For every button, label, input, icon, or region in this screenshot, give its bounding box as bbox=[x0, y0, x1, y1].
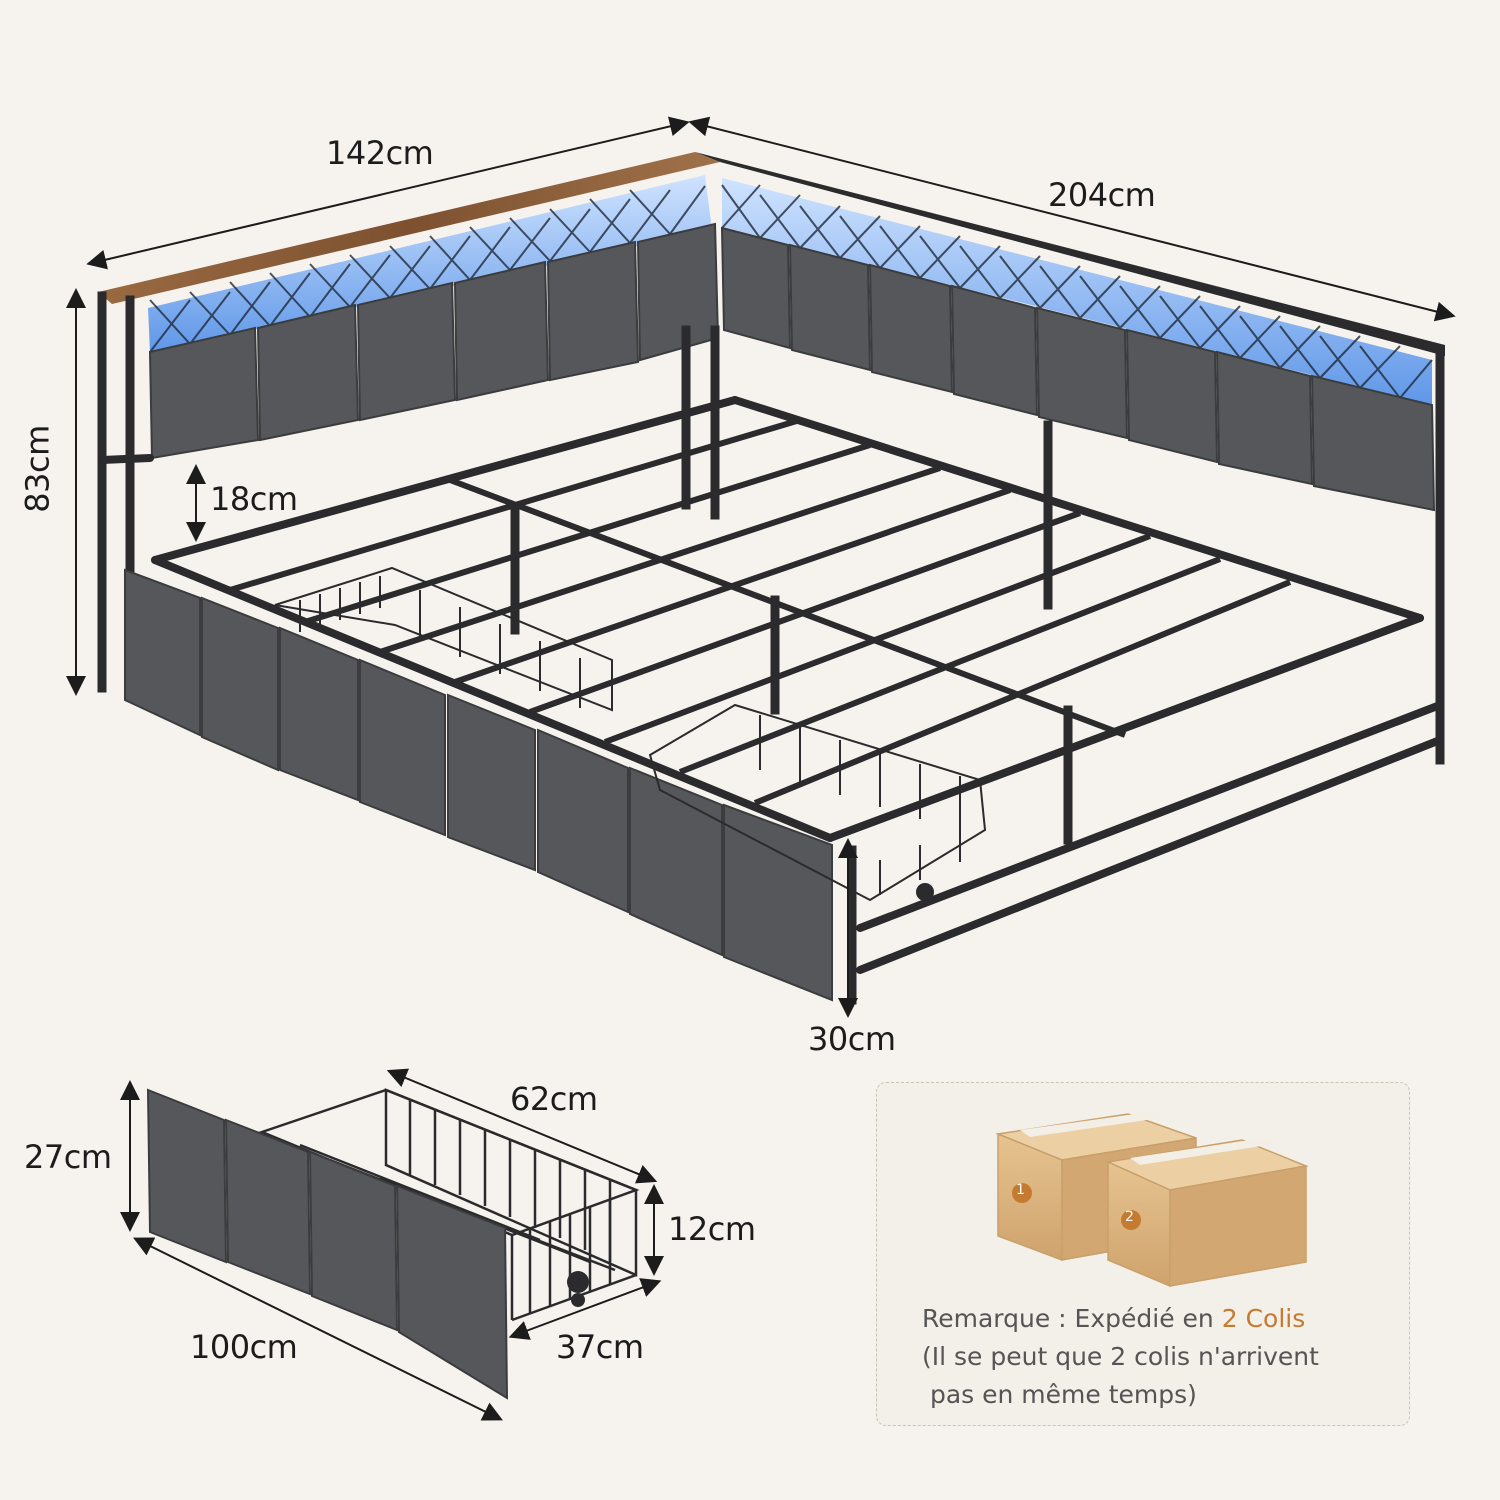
footboard bbox=[124, 568, 833, 1002]
dimension-drawer-basket-width: 37cm bbox=[556, 1328, 644, 1366]
note-line-2: (Il se peut que 2 colis n'arrivent bbox=[922, 1342, 1319, 1371]
note-line-1: Remarque : Expédié en 2 Colis bbox=[922, 1300, 1402, 1338]
drawer-baskets-under-bed bbox=[274, 566, 987, 902]
dimension-drawer-height: 27cm bbox=[24, 1138, 112, 1176]
dimension-arrows-bed bbox=[66, 116, 1456, 1018]
box-number-2: 2 bbox=[1125, 1209, 1134, 1225]
dimension-bed-length: 204cm bbox=[1048, 176, 1156, 214]
dimension-drawer-basket-height: 12cm bbox=[668, 1210, 756, 1248]
dimension-headboard-gap: 18cm bbox=[210, 480, 298, 518]
dimension-bed-width: 142cm bbox=[326, 134, 434, 172]
note-highlight: 2 Colis bbox=[1221, 1304, 1306, 1333]
bed-frame bbox=[97, 152, 1445, 1005]
dimension-arrows-drawer bbox=[120, 1068, 664, 1421]
dimension-bed-height: 83cm bbox=[18, 425, 57, 513]
dimension-under-bed-clearance: 30cm bbox=[808, 1020, 896, 1058]
box-number-1: 1 bbox=[1016, 1182, 1025, 1198]
dimension-drawer-depth: 62cm bbox=[510, 1080, 598, 1118]
dimension-drawer-length: 100cm bbox=[190, 1328, 298, 1366]
note-label: Remarque : Expédié en bbox=[922, 1304, 1214, 1333]
note-line-3: pas en même temps) bbox=[922, 1380, 1197, 1409]
shipping-note: Remarque : Expédié en 2 Colis (Il se peu… bbox=[922, 1300, 1402, 1414]
